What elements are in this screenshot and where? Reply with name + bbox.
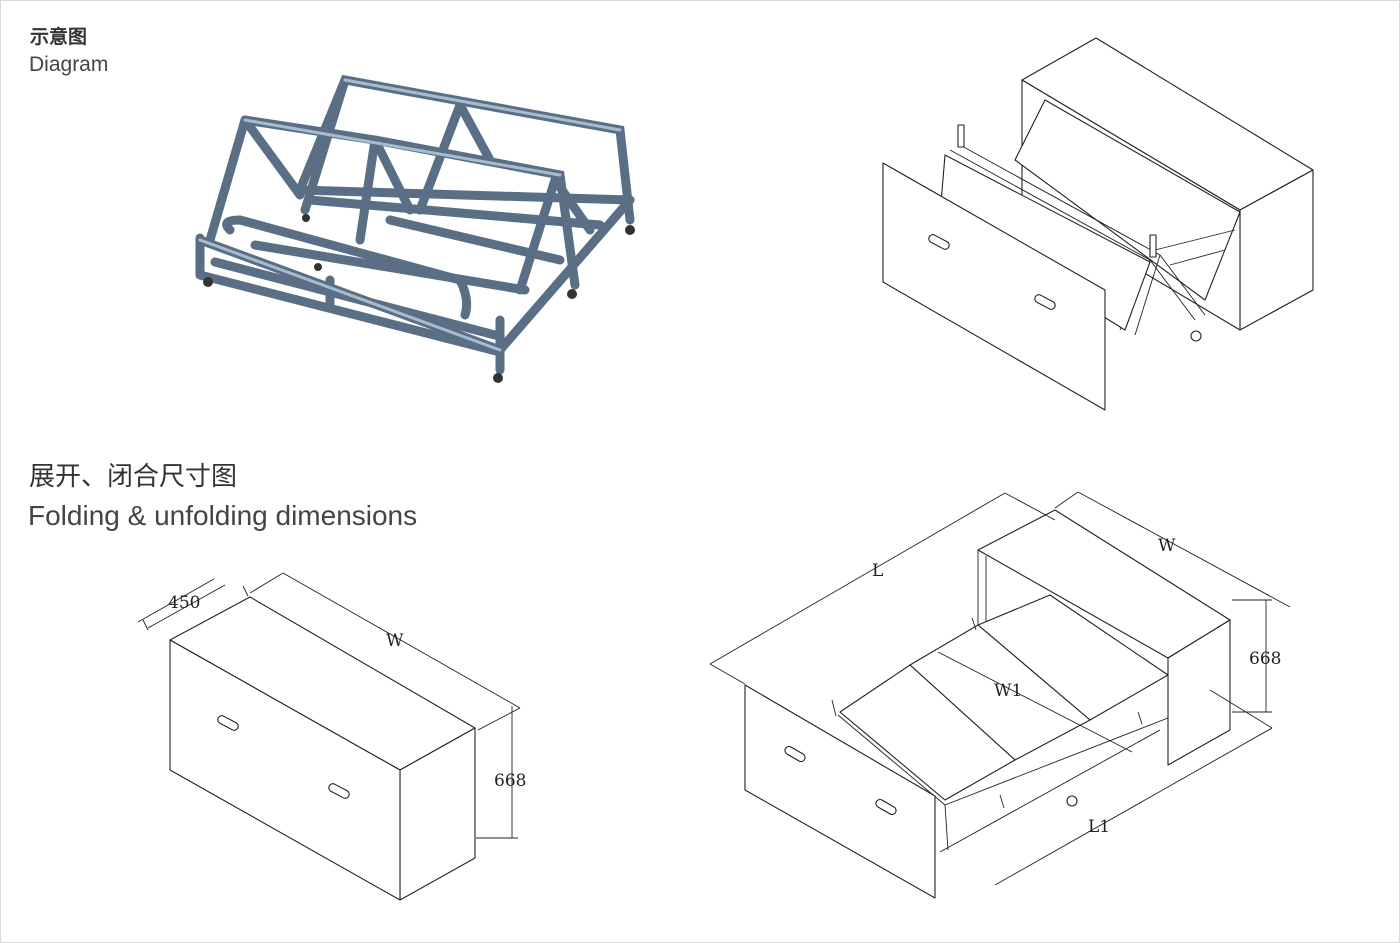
height-dimension-label: 668 [494,771,526,791]
dimensions-heading-zh: 展开、闭合尺寸图 [29,462,238,492]
diagram-heading-en: Diagram [29,53,109,76]
closed-cabinet-dimensions: 450 W 668 [137,572,526,839]
diagram-heading-zh: 示意图 [30,26,88,48]
inner-width-dimension-label: W1 [994,681,1022,701]
cabinet-opening-illustration [882,37,1314,411]
unfolded-bed-drawing [744,509,1231,899]
folding-frame-illustration [195,74,635,383]
depth-dimension-label: 450 [168,593,200,613]
length-dimension-label: L [872,561,883,581]
top-width-dimension-label: W [1158,536,1176,556]
unfolded-bed-dimensions: L W 668 W1 L1 [709,491,1291,886]
width-dimension-label: W [386,631,404,651]
closed-cabinet-drawing [169,596,476,901]
dimensions-heading-en: Folding & unfolding dimensions [28,500,418,531]
inner-length-dimension-label: L1 [1088,817,1110,837]
open-height-dimension-label: 668 [1249,649,1281,669]
